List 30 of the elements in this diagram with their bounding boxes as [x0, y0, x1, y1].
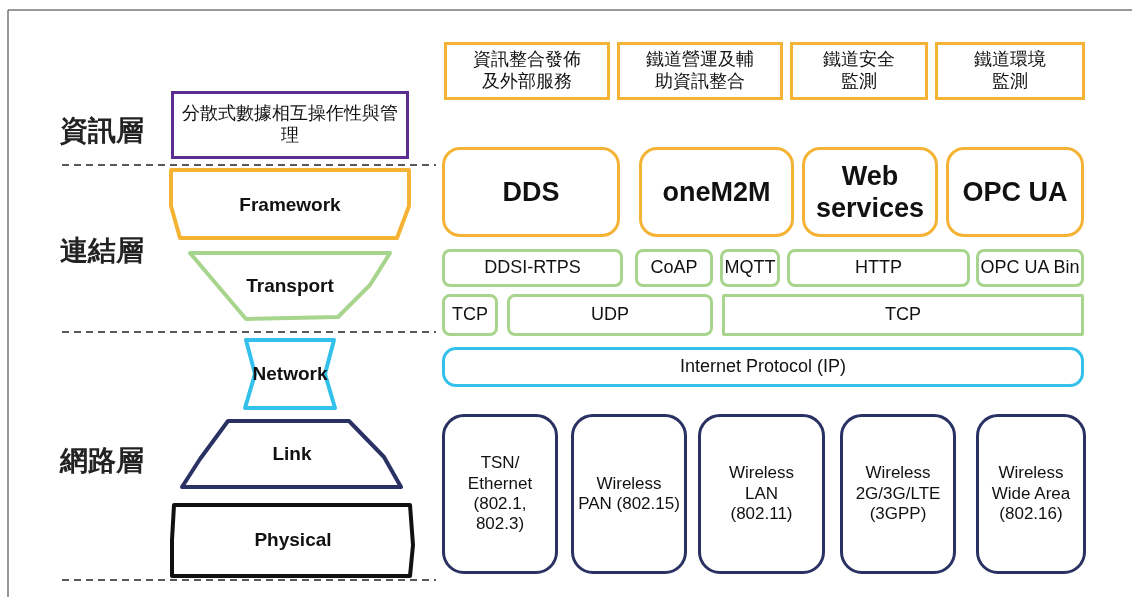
layer-label: Link — [272, 443, 312, 465]
protocol-box: UDP — [507, 294, 713, 336]
protocol-box: DDSI-RTPS — [442, 249, 623, 287]
layer-title: 資訊層 — [60, 113, 144, 149]
network-box: Wireless PAN (802.15) — [571, 414, 687, 574]
application-box: 鐵道安全監測 — [790, 42, 928, 100]
layer-label: Transport — [246, 275, 334, 297]
application-box: 鐵道營運及輔助資訊整合 — [617, 42, 783, 100]
layer-title: 連結層 — [60, 233, 144, 269]
network-box: Wireless LAN (802.11) — [698, 414, 825, 574]
standard-box: oneM2M — [639, 147, 794, 237]
application-box: 資訊整合發佈及外部服務 — [444, 42, 610, 100]
layer-title: 網路層 — [60, 443, 144, 479]
protocol-box: OPC UA Bin — [976, 249, 1084, 287]
protocol-box: TCP — [442, 294, 498, 336]
layer-box: 分散式數據相互操作性與管理 — [171, 91, 409, 159]
layer-label: Framework — [239, 194, 341, 216]
layer-label: Physical — [254, 529, 332, 551]
protocol-box: TCP — [722, 294, 1084, 336]
protocol-box: CoAP — [635, 249, 713, 287]
network-box: TSN/ Ethernet (802.1, 802.3) — [442, 414, 558, 574]
standard-box: Web services — [802, 147, 938, 237]
standard-box: OPC UA — [946, 147, 1084, 237]
network-box: Wireless Wide Area (802.16) — [976, 414, 1086, 574]
application-box: 鐵道環境監測 — [935, 42, 1085, 100]
network-box: Wireless 2G/3G/LTE (3GPP) — [840, 414, 956, 574]
protocol-box: HTTP — [787, 249, 970, 287]
protocol-box: MQTT — [720, 249, 780, 287]
standard-box: DDS — [442, 147, 620, 237]
protocol-box: Internet Protocol (IP) — [442, 347, 1084, 387]
